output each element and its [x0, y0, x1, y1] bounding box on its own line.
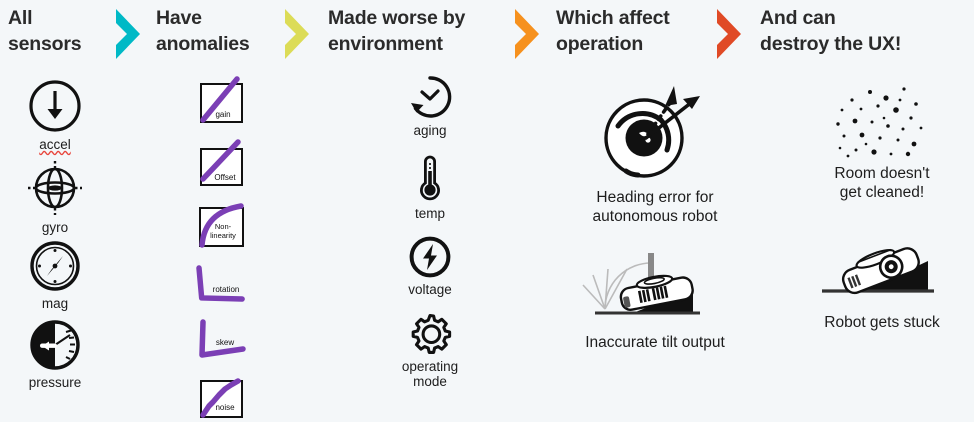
sensor-label: mag [41, 296, 69, 312]
robot-on-incline-icon [582, 252, 700, 315]
gyroscope-icon [28, 160, 82, 215]
operation-label: Heading error for autonomous robot [592, 189, 718, 226]
chevron-red [698, 0, 760, 59]
sensor-item-mag: mag [28, 239, 82, 312]
stage-columns: accel gyro [0, 68, 974, 418]
chevron-teal [100, 0, 156, 59]
chevron-teal-icon [116, 9, 140, 59]
anomaly-label: gain [215, 110, 230, 119]
anomaly-label-line2: linearity [210, 231, 236, 240]
stage-header-have-anomalies: Have anomalies [156, 0, 266, 58]
rotation-axes-icon: rotation [196, 265, 245, 302]
stage-title: Which affect operation [556, 7, 670, 55]
ux-item-room-not-cleaned: Room doesn't get cleaned! [828, 84, 936, 203]
sensor-item-gyro: gyro [26, 159, 84, 236]
environment-label: aging [413, 123, 447, 138]
stage-header-all-sensors: All sensors [0, 0, 100, 58]
scattered-dirt-icon [836, 87, 923, 158]
sensor-label: gyro [41, 219, 69, 235]
lightning-bolt-icon [409, 236, 451, 278]
operation-label: Inaccurate tilt output [585, 333, 725, 351]
thermometer-icon [420, 155, 440, 200]
anomaly-label-line1: Non- [215, 222, 232, 231]
operation-item-tilt-output: Inaccurate tilt output [575, 251, 735, 352]
offset-plot-icon: Offset [200, 139, 243, 186]
operation-item-heading-error: Heading error for autonomous robot [588, 76, 723, 227]
pressure-gauge-icon [30, 319, 80, 370]
stage-title: All sensors [8, 7, 82, 55]
stage-title: And can destroy the UX! [760, 7, 902, 55]
stage-title: Have anomalies [156, 7, 250, 55]
stage-header-made-worse-by-environment: Made worse by environment [328, 0, 498, 58]
sensor-label: pressure [28, 374, 82, 390]
ux-label: Robot gets stuck [824, 313, 940, 331]
noise-plot-icon: noise [200, 378, 243, 418]
environment-label: voltage [408, 282, 452, 298]
anomaly-label: noise [215, 403, 235, 412]
skew-axes-icon: skew [199, 319, 246, 358]
gear-icon [411, 313, 452, 354]
sensor-label: accel [39, 137, 71, 152]
environment-item-aging: aging [407, 74, 453, 139]
anomaly-item-noise: noise [191, 376, 251, 422]
anomaly-item-nonlinearity: Non- linearity [190, 202, 252, 250]
sensor-item-accel: accel [27, 78, 83, 153]
sensor-item-pressure: pressure [28, 318, 82, 391]
anomaly-label: skew [216, 338, 234, 347]
stage-header-which-affect-operation: Which affect operation [556, 0, 698, 58]
column-which-affect-operation: Heading error for autonomous robot [560, 68, 750, 400]
column-all-sensors: accel gyro [0, 68, 110, 400]
stage-title: Made worse by environment [328, 7, 466, 55]
column-and-can-destroy-the-ux: Room doesn't get cleaned! [790, 68, 974, 400]
column-made-worse-by-environment: aging temp voltage [375, 68, 485, 400]
column-have-anomalies: gain Offset Non- linearity [166, 68, 276, 418]
compass-icon [30, 241, 80, 291]
environment-label: temp [414, 205, 445, 221]
chevron-yellow-icon [285, 9, 309, 59]
ux-label: Room doesn't get cleaned! [834, 165, 930, 202]
robot-stuck-icon [822, 246, 934, 294]
nonlinearity-plot-icon: Non- linearity [199, 203, 244, 248]
stage-header-and-can-destroy-the-ux: And can destroy the UX! [760, 0, 955, 58]
anomaly-item-offset: Offset [191, 139, 251, 187]
clock-rotate-icon [411, 76, 452, 118]
stage-header-row: All sensors Have anomalies Made worse by… [0, 0, 974, 68]
anomaly-label: rotation [213, 285, 240, 294]
environment-item-temp: temp [408, 153, 452, 222]
gain-plot-icon: gain [200, 76, 243, 123]
chevron-orange-icon [515, 9, 539, 59]
accelerometer-icon [29, 80, 81, 132]
environment-label: operating mode [401, 358, 459, 390]
anomaly-item-gain: gain [191, 76, 251, 124]
environment-item-operating-mode: operating mode [402, 310, 458, 390]
chevron-orange [498, 0, 556, 59]
anomaly-item-rotation: rotation [189, 262, 253, 308]
anomaly-label: Offset [214, 173, 236, 182]
anomaly-item-skew: skew [189, 318, 253, 364]
ux-item-robot-stuck: Robot gets stuck [806, 233, 958, 332]
robot-heading-error-icon [603, 86, 700, 178]
chevron-yellow [266, 0, 328, 59]
chevron-red-icon [717, 9, 741, 59]
environment-item-voltage: voltage [408, 235, 452, 298]
